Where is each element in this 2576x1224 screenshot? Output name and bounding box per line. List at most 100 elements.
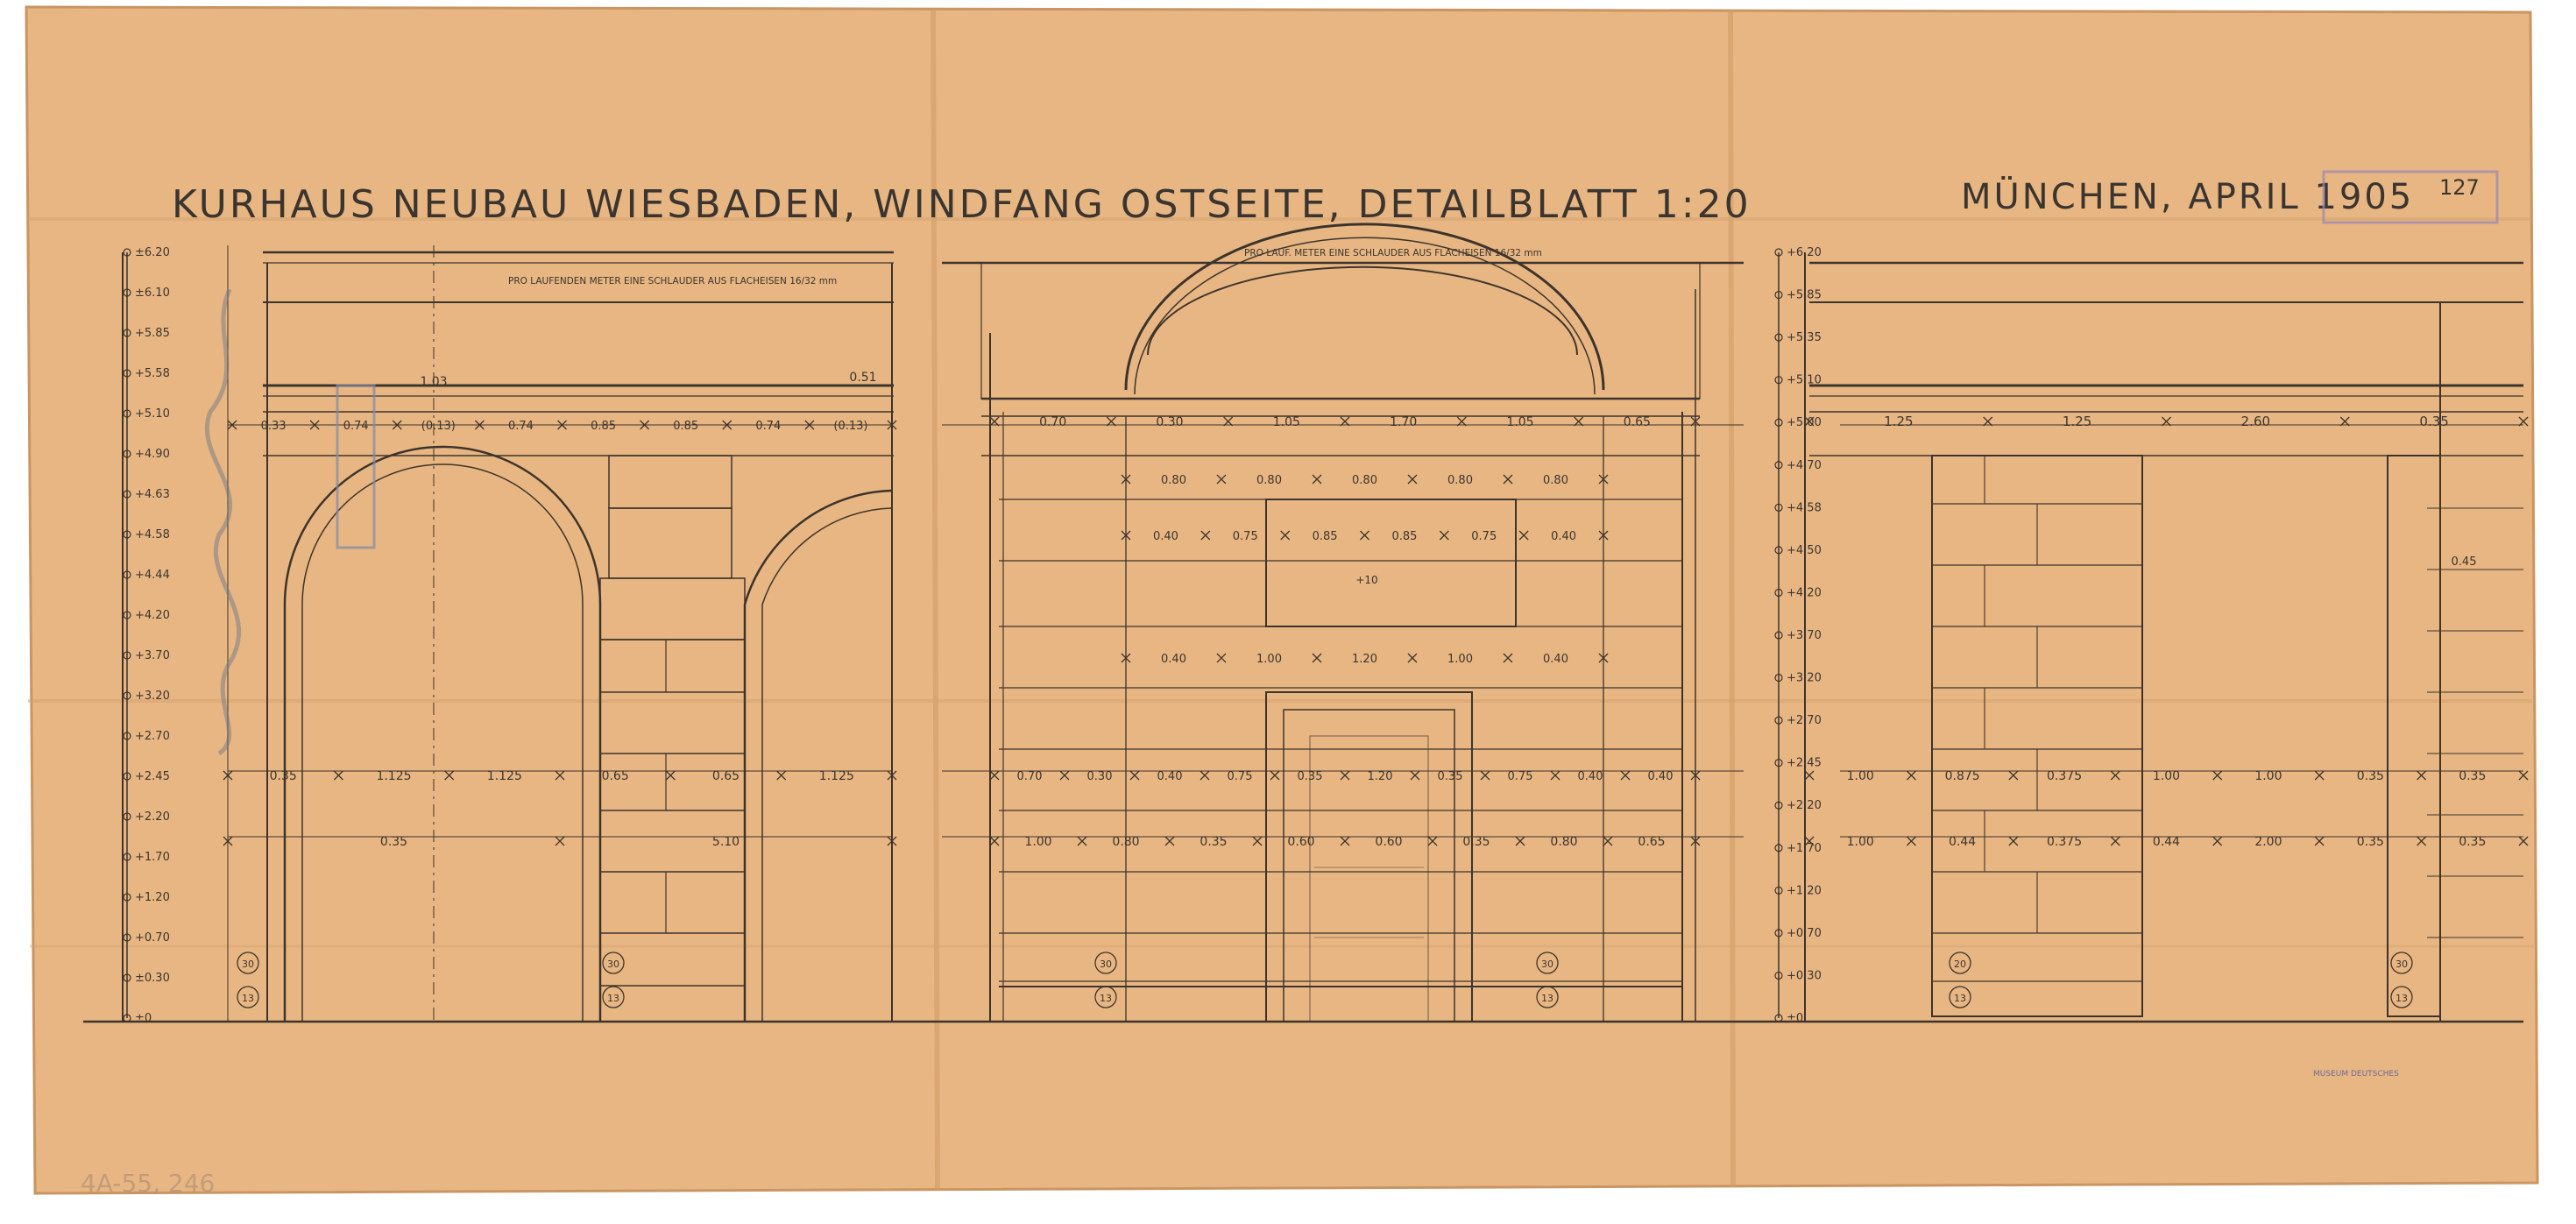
course-marker [2390,952,2413,974]
dimension-tick [1164,836,1175,846]
dimension-tick [1550,770,1560,781]
level-marker [1774,503,1783,512]
dimension-label: 0.80 [1550,835,1577,849]
dimension-tick [989,770,1000,781]
left-elevation [122,245,894,1022]
dimension-tick [887,770,897,781]
level-label: ±6.10 [135,287,170,300]
dimension-tick [2212,770,2223,781]
dimension-tick [2518,770,2529,781]
dimension-tick [555,770,565,781]
dimension-tick [1690,770,1701,781]
dimension-label: 0.40 [1551,530,1576,543]
course-marker-label: 30 [2396,959,2408,970]
note-left-anchor: PRO LAUFENDEN METER EINE SCHLAUDER AUS F… [508,276,837,287]
level-marker [1774,716,1783,725]
dimension-tick [2008,770,2019,781]
dimension-label: 1.00 [2254,769,2282,783]
dimension-label: 0.65 [1624,415,1651,429]
dimension-tick [1407,653,1418,663]
dimension-tick [1059,770,1070,781]
place-date: MÜNCHEN, APRIL 1905 [1961,175,2414,217]
level-marker [1774,886,1783,895]
level-marker [123,973,131,982]
level-label: ±0.30 [135,972,170,985]
level-marker [123,732,131,740]
level-marker [123,369,131,378]
dimension-label: 0.44 [2153,835,2180,849]
dimension-tick [1340,836,1350,846]
level-label: ±6.20 [135,246,170,259]
dimension-label: 0.80 [1161,474,1186,487]
dimension-tick [1407,474,1418,485]
dimension-tick [1270,770,1280,781]
level-label: +3.70 [135,649,170,662]
dimension-tick [2212,836,2223,846]
dimension-label: 1.00 [1256,653,1282,666]
dimension-tick [1574,416,1584,427]
course-marker [237,986,259,1008]
dimension-tick [392,420,402,430]
dimension-tick [1983,416,1993,427]
dimension-label: 0.33 [261,420,287,433]
note-middle-anchor: PRO LAUF. METER EINE SCHLAUDER AUS FLACH… [1244,248,1542,258]
dimension-tick [2162,416,2171,427]
svg-text:MUSEUM DEUTSCHES: MUSEUM DEUTSCHES [2313,1070,2399,1079]
course-marker-label: 30 [1541,959,1553,970]
dimension-label: 0.35 [2459,835,2486,849]
level-marker [1774,844,1783,853]
level-label: +2.20 [1787,799,1822,812]
dimension-tick [1603,836,1613,846]
dimension-tick [1515,836,1525,846]
dimension-label: 0.30 [1087,770,1113,783]
level-marker [1774,546,1783,555]
level-label: ±0 [135,1012,152,1025]
dimension-label: 0.75 [1471,530,1497,543]
levels-right-scale: +6.20+5.85+5.35+5.10+5.00+4.70+4.58+4.50… [1774,246,1822,1025]
level-label: +5.00 [1787,416,1822,429]
course-marker-label: 13 [1541,993,1553,1004]
dimension-label: 1.00 [1847,835,1874,849]
dimension-label: 0.80 [1352,474,1377,487]
level-label: +0.70 [1787,927,1822,940]
dimension-label: 0.30 [1156,415,1183,429]
level-label: +5.85 [1787,289,1822,302]
level-label: +5.58 [135,367,170,380]
dimension-label: 0.65 [712,769,740,783]
dimension-tick [1804,416,1815,427]
level-marker [123,288,131,297]
course-marker-label: 13 [1100,993,1112,1004]
dimension-label: 1.03 [420,375,447,389]
dimension-tick [1312,474,1322,485]
course-marker [1949,986,1971,1008]
dimension-label: 0.60 [1287,835,1314,849]
dimension-label: 0.40 [1161,653,1186,666]
dimension-label: 0.75 [1508,770,1533,783]
level-label: +2.70 [135,730,170,743]
level-marker [123,530,131,539]
dimension-label: 0.80 [1447,474,1473,487]
course-marker [1949,952,1971,974]
dimension-tick [2110,770,2120,781]
dimension-tick [227,420,237,430]
dimension-tick [333,770,343,781]
dimension-tick [223,770,233,781]
dimension-label: 0.75 [1228,770,1253,783]
dimension-tick [1503,474,1513,485]
dimension-tick [1804,836,1815,846]
dimension-tick [444,770,455,781]
dimension-tick [2314,836,2325,846]
dimension-label: 0.35 [1462,835,1490,849]
dimension-label: 0.80 [1112,835,1139,849]
level-marker [123,933,131,942]
dimension-label: 1.00 [1024,835,1051,849]
dimension-tick [1906,836,1916,846]
blue-pencil-mark [336,384,376,549]
dimension-label: 1.05 [1506,415,1533,429]
dimension-label: 0.70 [1017,770,1043,783]
dimension-tick [1200,770,1210,781]
dimension-tick [1598,474,1609,485]
level-label: +5.85 [135,327,170,340]
dimension-label: 0.85 [1313,530,1338,543]
